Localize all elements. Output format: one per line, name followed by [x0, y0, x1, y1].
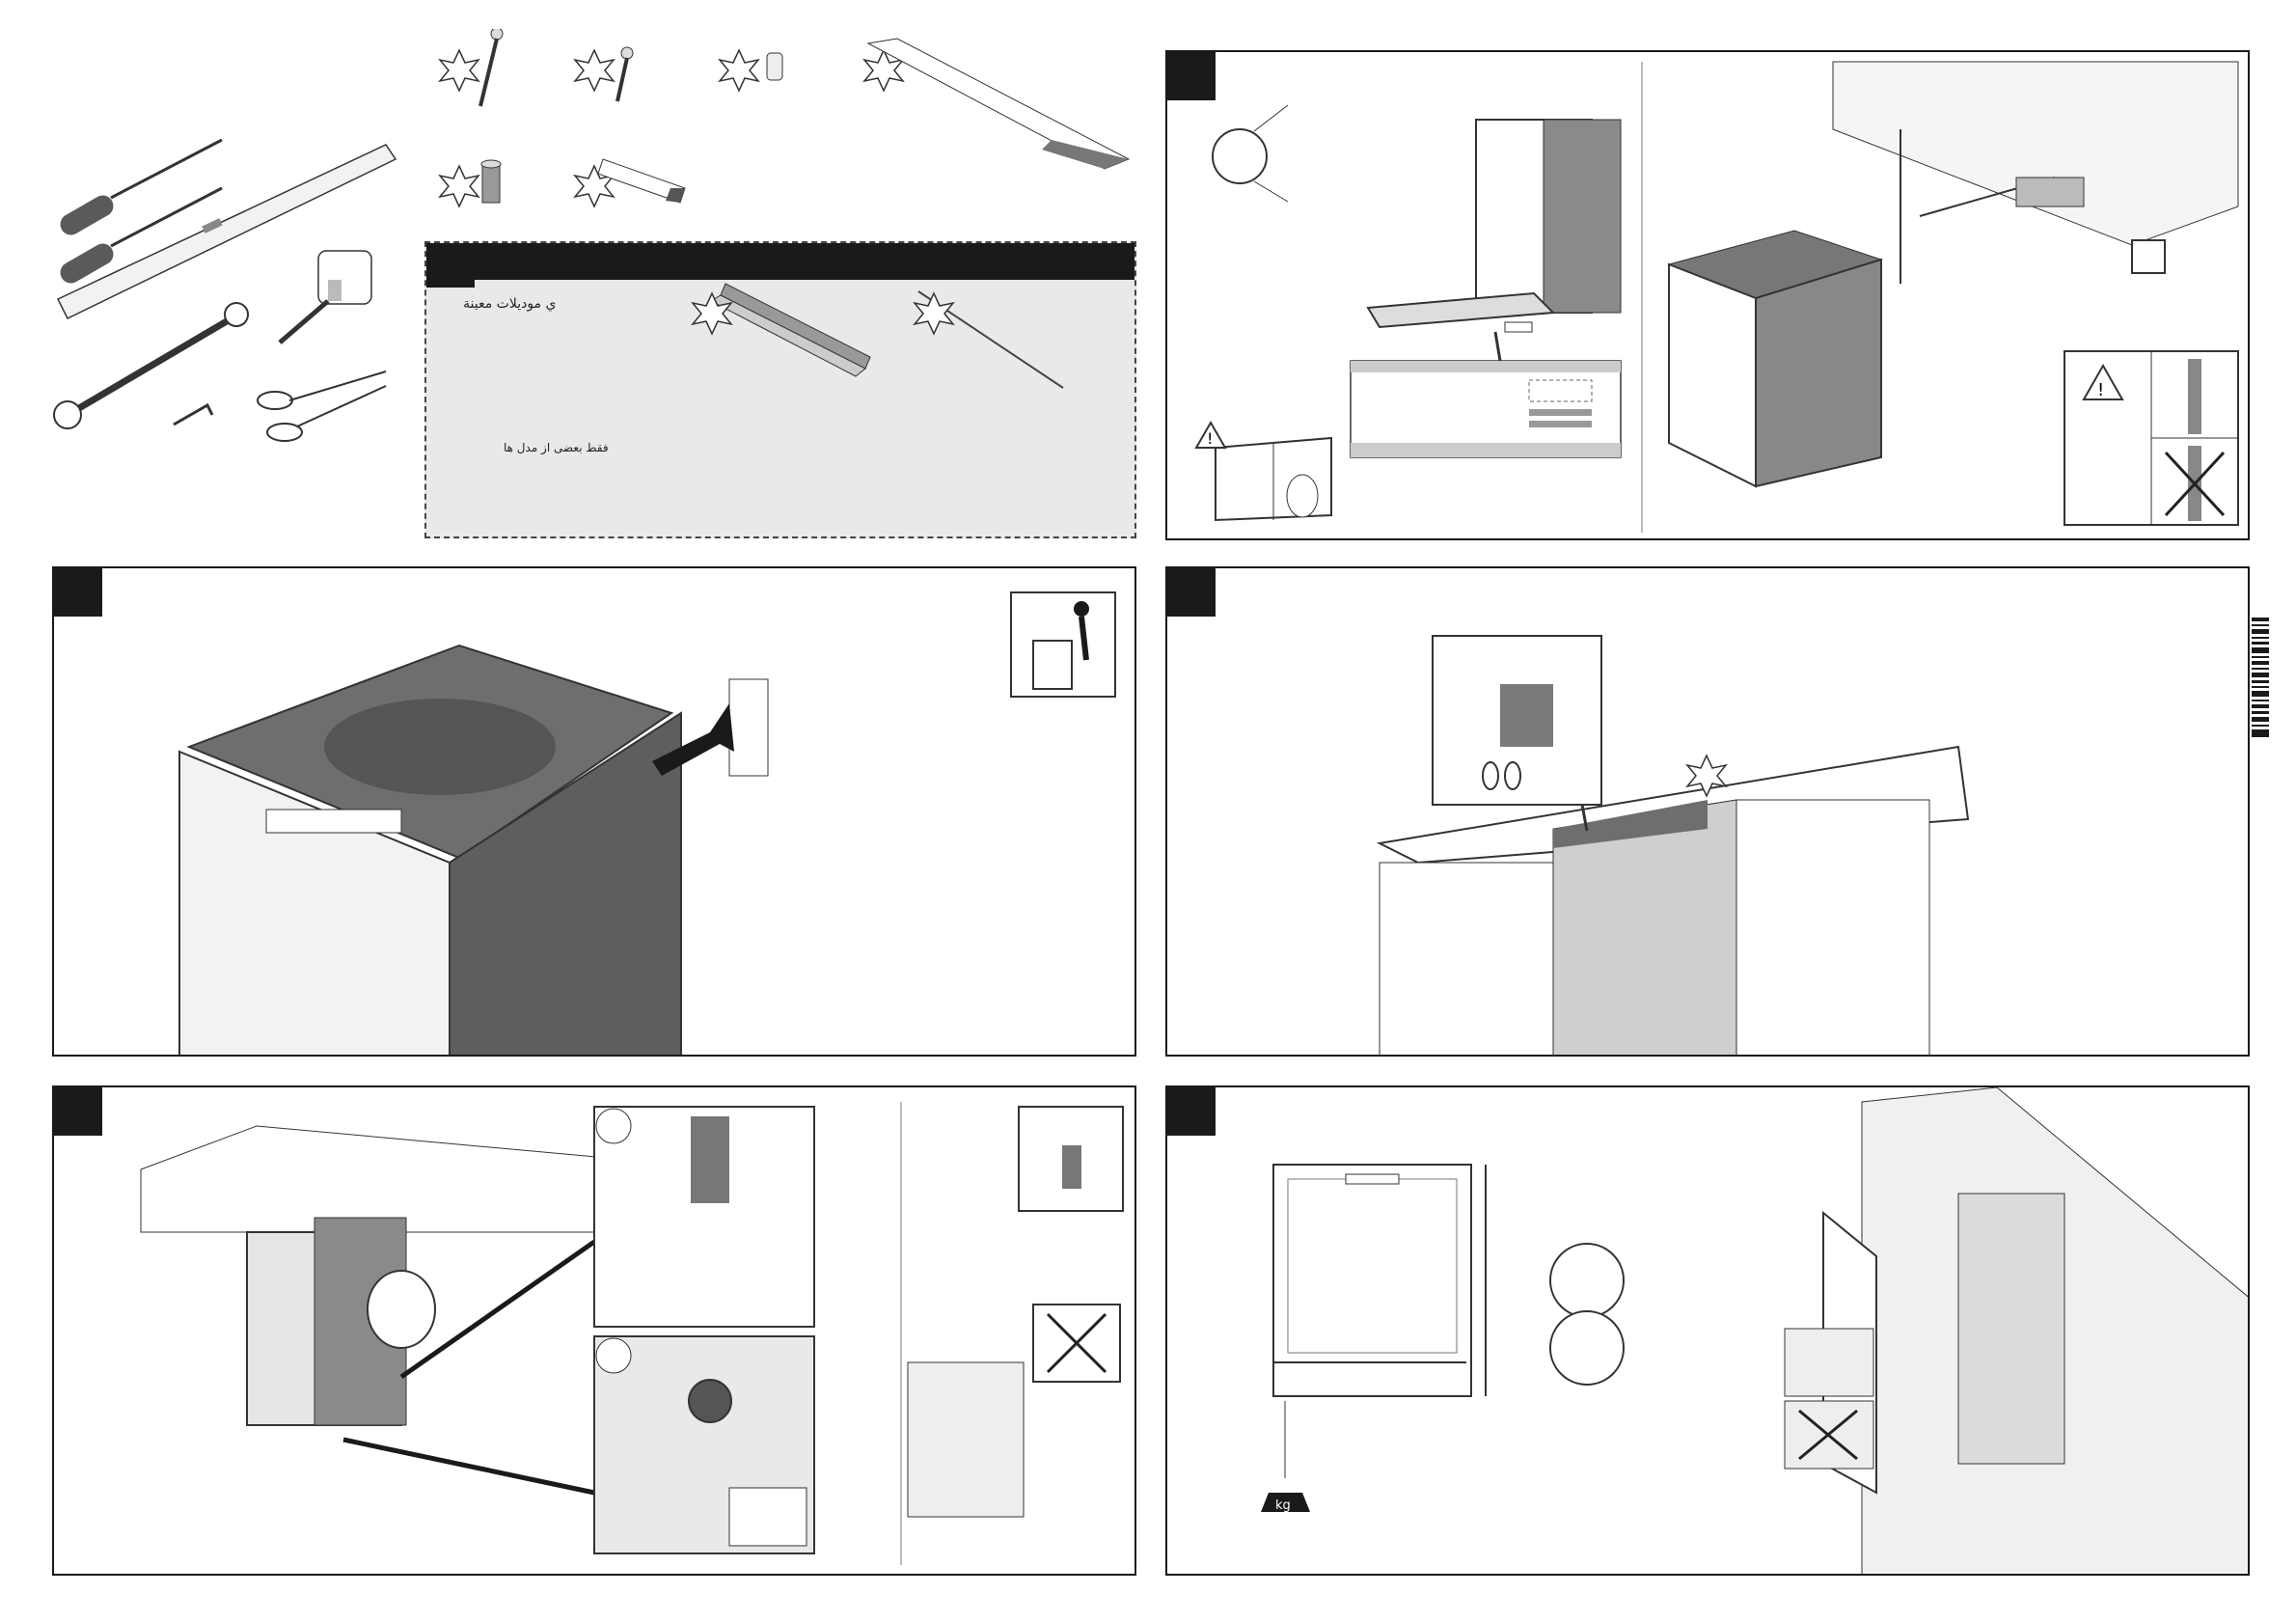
door-panel-front-icon — [1273, 1165, 1486, 1396]
cross-out-callout-box — [1033, 1305, 1120, 1382]
optional-accessories-box: ي موديلات معينة فقط بعضی از مدل ها — [424, 241, 1136, 538]
panel-step-5: kg — [1165, 1085, 2250, 1576]
tape-measure-icon — [280, 251, 371, 343]
part-marker-3-icon — [720, 50, 758, 91]
barcode-icon — [2252, 618, 2269, 737]
optional-parts-illustration — [426, 243, 1138, 540]
panel-step-2 — [52, 566, 1136, 1057]
detail-lens-icon — [1213, 105, 1288, 202]
dishwasher-3d-icon — [1669, 231, 1881, 486]
foot-adjust-callout-box — [594, 1107, 814, 1327]
read-manual-icon: ! — [1196, 423, 1331, 520]
height-detail-callout-box — [1019, 1107, 1123, 1211]
step-number-box-1 — [1167, 52, 1216, 100]
scissors-icon — [258, 371, 386, 441]
panel-step-3 — [1165, 566, 2250, 1057]
niche-dimensions-icon — [1833, 62, 2238, 284]
rating-plate-icon — [1351, 332, 1621, 457]
spacer-sleeve-icon — [767, 53, 782, 80]
tools-illustration — [39, 125, 415, 453]
dishwasher-top-view-icon — [179, 646, 681, 1057]
svg-text:!: ! — [2097, 380, 2104, 400]
parts-area — [424, 29, 1138, 222]
long-screw-icon — [480, 29, 503, 106]
warning-callout-box: ! — [2064, 351, 2238, 525]
weight-label: kg — [1275, 1498, 1291, 1513]
panel-2-illustration — [54, 568, 1136, 1057]
dishwasher-slide-in-icon — [908, 1362, 1024, 1517]
step-number-box-5 — [1167, 1087, 1216, 1136]
wrench-icon — [54, 303, 248, 428]
panel-4-illustration — [54, 1087, 1136, 1576]
panel-step-4 — [52, 1085, 1136, 1576]
tools-area — [39, 125, 415, 453]
screwdriver-flat-icon — [57, 140, 222, 239]
parts-illustration — [424, 29, 1138, 222]
step-number-box-2 — [54, 568, 102, 617]
screw-ok-callout-box — [1785, 1329, 1873, 1396]
protective-strip-icon — [868, 39, 1129, 169]
step-number-box-4 — [54, 1087, 102, 1136]
svg-text:!: ! — [1207, 429, 1213, 448]
weight-icon: kg — [1261, 1401, 1310, 1513]
step-number-box-3 — [1167, 568, 1216, 617]
panel-5-illustration: kg — [1167, 1087, 2250, 1576]
screw-adjust-callout-box — [594, 1336, 814, 1553]
panel-step-1: ! ! — [1165, 50, 2250, 540]
trash-disposal-icon — [1011, 592, 1115, 697]
part-marker-2-icon — [575, 50, 614, 91]
allen-key-icon — [174, 405, 212, 425]
screw-wrong-callout-box — [1785, 1401, 1873, 1469]
kitchen-door-mount-icon — [1823, 1087, 2250, 1576]
panel-3-illustration — [1167, 568, 2250, 1057]
optional-marker-2-icon — [915, 293, 953, 334]
panel-1-illustration: ! ! — [1167, 52, 2250, 540]
comb-strip-icon — [711, 284, 870, 376]
part-marker-5-icon — [440, 166, 478, 206]
dishwasher-open-door-icon — [1368, 120, 1621, 332]
part-marker-1-icon — [440, 50, 478, 91]
adjustable-foot-icon — [481, 160, 501, 203]
cut-strip-callout-box — [1433, 636, 1601, 831]
short-screw-icon — [617, 47, 633, 101]
corner-detail-icons — [1550, 1244, 1624, 1385]
